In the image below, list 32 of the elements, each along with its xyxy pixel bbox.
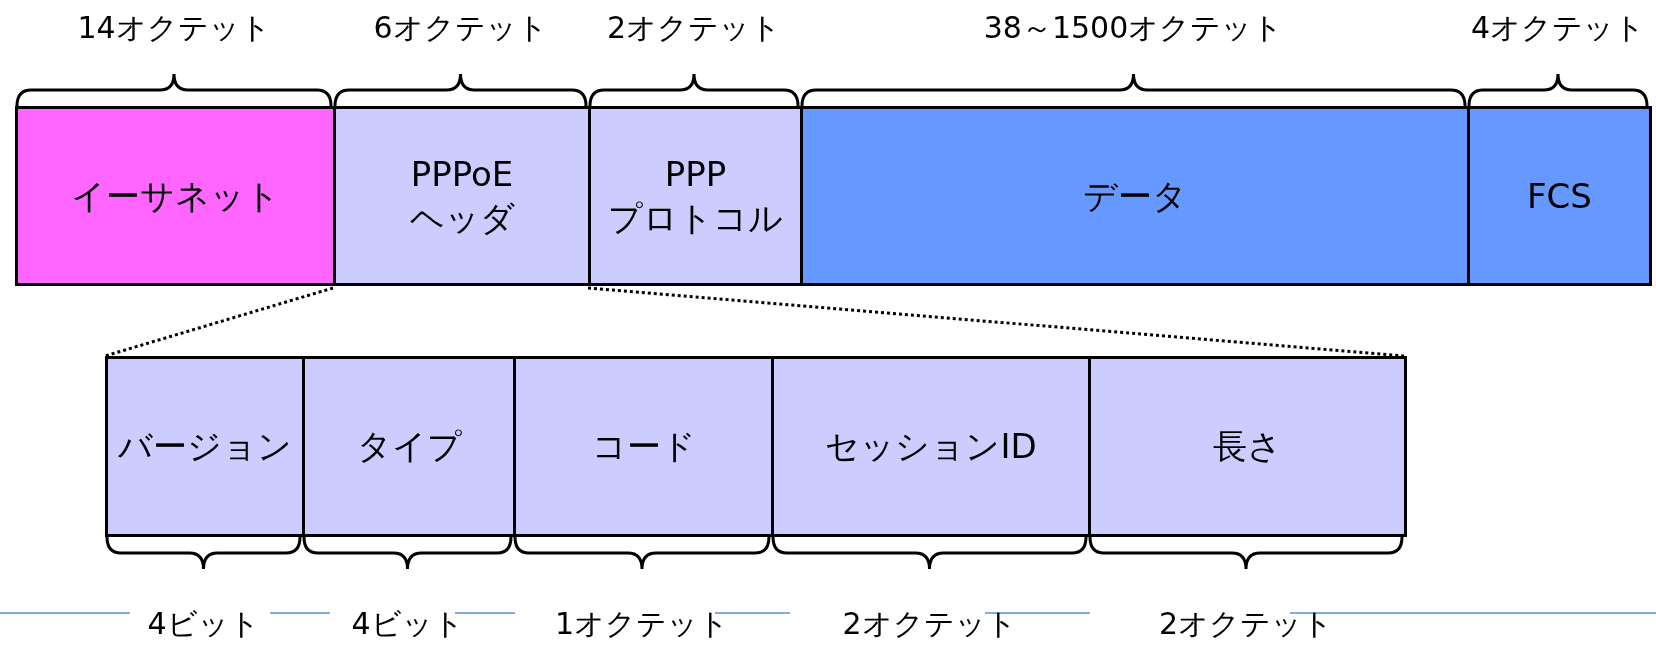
field-box (333, 106, 591, 286)
field-name: FCS (1527, 174, 1592, 218)
field-box (105, 356, 305, 537)
field-box (588, 106, 803, 286)
field-box (1467, 106, 1652, 286)
size-label: 2オクテット (1158, 605, 1334, 643)
dotted-line (587, 286, 1405, 358)
field-name: イーサネット (71, 174, 280, 218)
field-box (513, 356, 774, 537)
field-name: セッションID (825, 425, 1037, 469)
field-name: コード (591, 425, 696, 469)
size-label: 2オクテット (842, 605, 1017, 643)
size-label: 4オクテット (1470, 9, 1646, 47)
field-box (800, 106, 1470, 286)
size-label: 6オクテット (373, 9, 548, 47)
size-label: 4ビット (147, 605, 260, 643)
field-name: PPPoE ヘッダ (409, 152, 515, 240)
size-label: 2オクテット (606, 9, 782, 47)
size-label: 38～1500オクテット (983, 9, 1284, 47)
field-box (1088, 356, 1407, 537)
field-box (771, 356, 1091, 537)
field-box (15, 106, 336, 286)
size-label: 4ビット (351, 605, 464, 643)
field-name: PPP プロトコル (608, 152, 783, 240)
field-name: バージョン (118, 425, 292, 469)
size-label: 1オクテット (554, 605, 730, 643)
size-label: 14オクテット (77, 9, 271, 47)
dotted-line (104, 286, 334, 358)
field-name: データ (1083, 174, 1187, 218)
field-box (302, 356, 516, 537)
field-name: タイプ (356, 425, 462, 469)
field-name: 長さ (1213, 425, 1282, 469)
